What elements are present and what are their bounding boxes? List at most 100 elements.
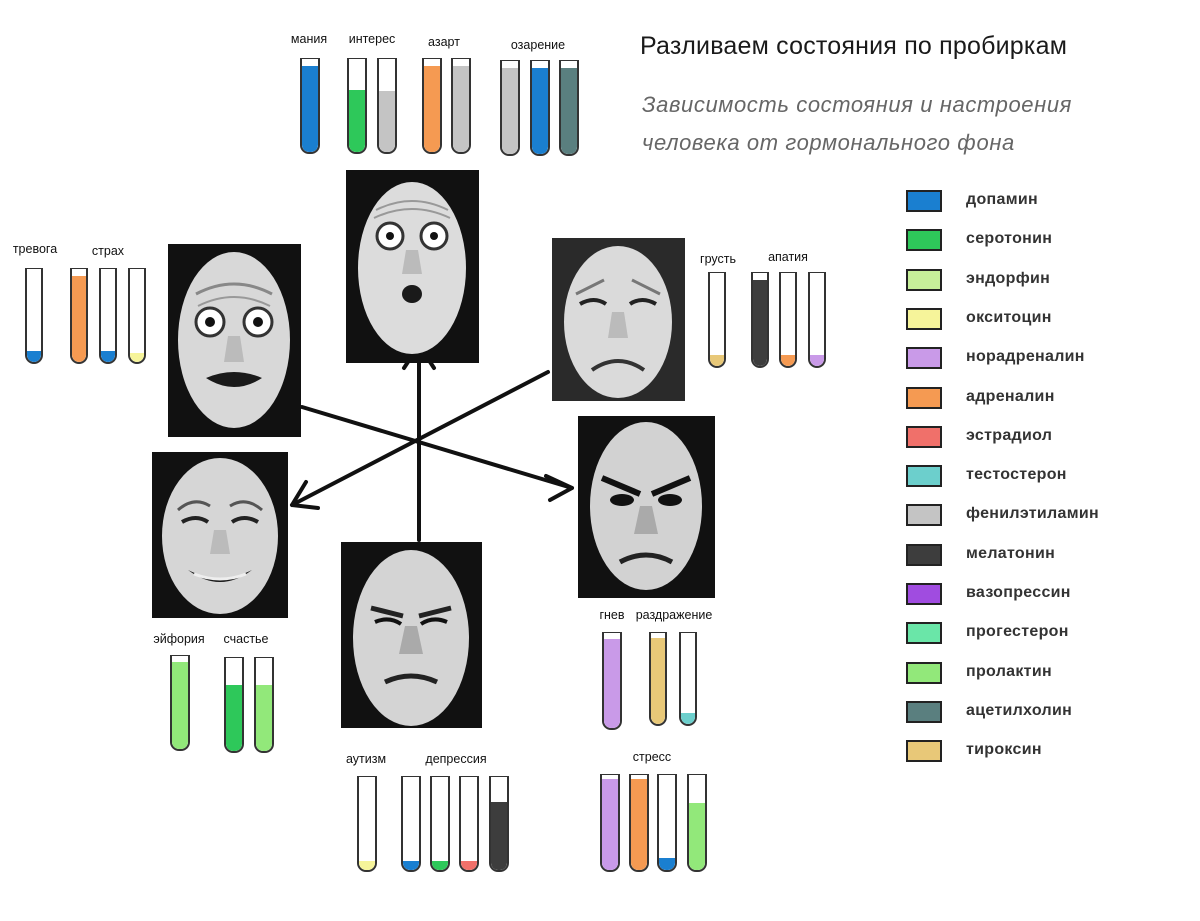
tube-fill [810,354,824,366]
tube-fill [753,279,767,366]
fear-mask-image [168,244,301,437]
tube-fill [710,354,724,366]
legend-swatch [906,307,942,330]
tube-fill [432,860,448,870]
tube-fill [72,275,86,362]
tube-fill [424,65,440,152]
tube-fill [781,354,795,366]
test-tube [708,272,726,368]
test-tube [224,657,244,753]
tube-fill [681,712,695,724]
legend-item: окситоцин [906,304,1186,336]
legend-label: ацетилхолин [966,701,1073,719]
state-label: депрессия [425,752,487,766]
tube-fill [359,860,375,870]
arrow-left-head [290,480,320,510]
legend-label: фенилэтиламин [966,505,1099,523]
tube-fill [631,778,647,870]
legend-item: пролактин [906,658,1186,690]
legend-item: тестостерон [906,461,1186,493]
test-tube [751,272,769,368]
legend-label: тироксин [966,741,1042,759]
tube-fill [659,858,675,870]
legend-swatch [906,425,942,448]
legend-label: мелатонин [966,544,1056,562]
test-tube [808,272,826,368]
test-tube [649,632,667,726]
arrow-left-line [290,370,550,507]
state-label: интерес [348,32,396,46]
tube-fill [561,67,577,154]
disgust-mask-image [341,542,482,728]
tube-fill [689,802,705,870]
test-tube [489,776,509,872]
subtitle-line-2: человека от гормонального фона [642,130,1015,155]
tube-fill [461,860,477,870]
tube-fill [602,778,618,870]
tube-fill [651,638,665,724]
legend-item: фенилэтиламин [906,500,1186,532]
legend-label: прогестерон [966,623,1069,641]
legend-swatch [906,465,942,488]
test-tube [422,58,442,154]
test-tube [687,774,707,872]
state-label: апатия [768,250,808,264]
test-tube [451,58,471,154]
legend-item: допамин [906,186,1186,218]
tube-fill [453,65,469,152]
tube-fill [532,67,548,154]
test-tube [500,60,520,156]
test-tube [347,58,367,154]
tube-fill [226,685,242,751]
legend-item: мелатонин [906,540,1186,572]
tube-fill [256,685,272,751]
legend-swatch [906,543,942,566]
legend-label: допамин [966,191,1038,208]
state-label: страх [91,244,125,258]
test-tube [70,268,88,364]
arrow-right-head [544,474,574,502]
legend-swatch [906,740,942,763]
test-tube [600,774,620,872]
test-tube [679,632,697,726]
legend-item: вазопрессин [906,579,1186,611]
surprise-mask-image [346,170,479,363]
legend-label: адреналин [966,387,1055,405]
anger-mask-image [578,416,715,598]
state-label: счастье [223,632,269,646]
legend-label: серотонин [966,230,1053,248]
test-tube [300,58,320,154]
test-tube [459,776,479,872]
legend-swatch [906,504,942,527]
test-tube [657,774,677,872]
legend-label: эндорфин [966,269,1051,287]
happiness-mask-image [152,452,288,618]
legend-swatch [906,583,942,605]
tube-fill [172,661,188,749]
test-tube [430,776,450,872]
test-tube [530,60,550,156]
legend-swatch [906,700,942,723]
tube-fill [403,860,419,870]
legend-item: эстрадиол [906,422,1186,454]
state-label: гнев [599,608,625,622]
legend-item: прогестерон [906,618,1186,650]
legend-item: адреналин [906,383,1186,415]
legend-swatch [906,347,942,370]
test-tube [170,655,190,751]
tube-fill [491,802,507,870]
page-title: Разливаем состояния по пробиркам [640,32,1068,60]
test-tube [401,776,421,872]
legend-swatch [906,268,942,291]
legend-swatch [906,622,942,645]
legend-item: серотонин [906,225,1186,257]
test-tube [779,272,797,368]
tube-fill [349,89,365,152]
legend-label: эстрадиол [966,426,1053,444]
state-label: эйфория [153,632,205,646]
state-label: озарение [510,38,566,52]
test-tube [357,776,377,872]
state-label: тревога [12,242,58,256]
legend-item: ацетилхолин [906,697,1186,729]
legend-swatch [906,386,942,409]
